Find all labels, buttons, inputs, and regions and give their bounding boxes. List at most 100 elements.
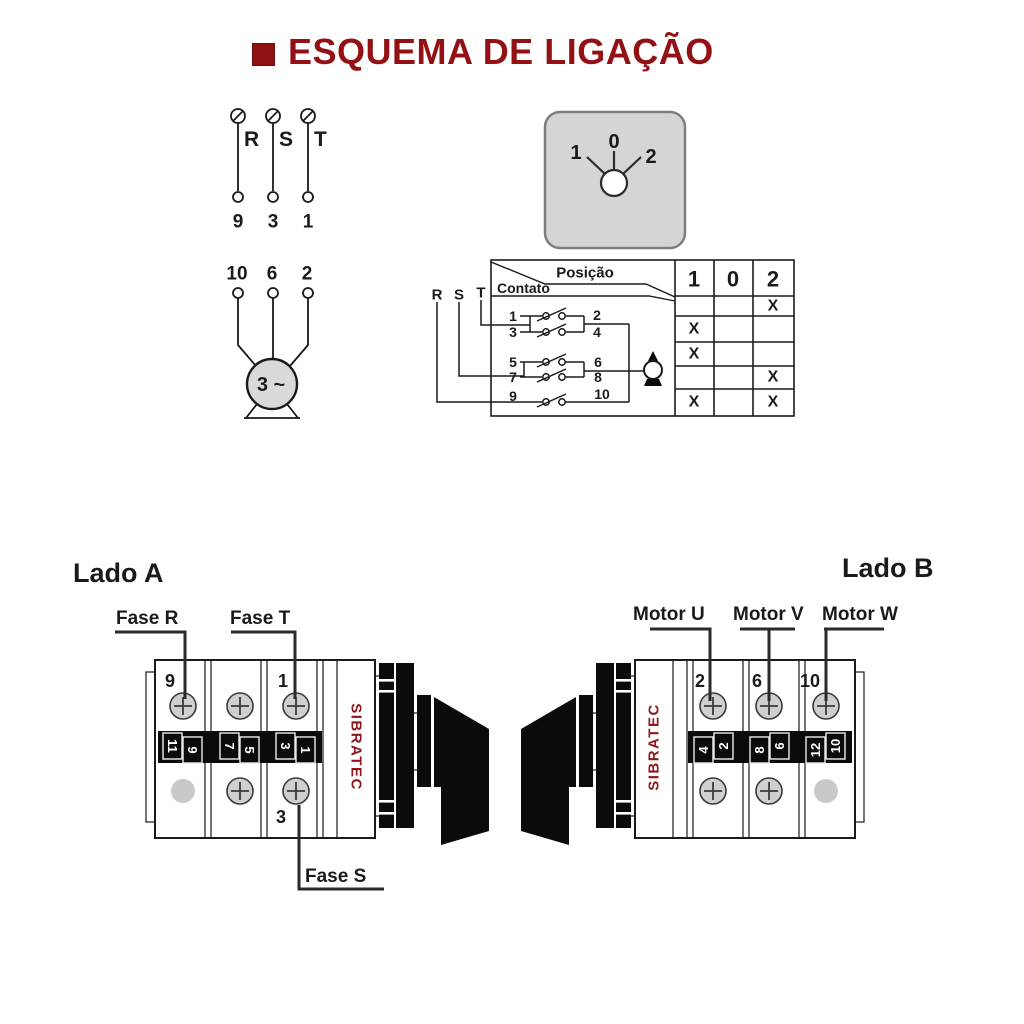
wire-end-terminal bbox=[267, 191, 279, 203]
mark-cell: X bbox=[768, 394, 779, 411]
blank-terminal-icon bbox=[171, 779, 195, 803]
motor-circle-icon bbox=[245, 357, 299, 411]
contact-number: 3 bbox=[509, 324, 517, 340]
mechanism-bar bbox=[379, 663, 394, 828]
top-screws bbox=[699, 692, 840, 720]
mechanism-bar bbox=[596, 663, 614, 828]
mechanism-bar bbox=[396, 663, 414, 828]
contact-number: 9 bbox=[509, 388, 517, 404]
column-header: 1 bbox=[688, 267, 700, 292]
phase-label-s: S bbox=[279, 128, 293, 151]
column-header: 0 bbox=[727, 267, 739, 292]
motor-v-label: Motor V bbox=[733, 604, 804, 625]
phase-label-t: T bbox=[314, 128, 327, 151]
mount-tab bbox=[854, 671, 865, 823]
feed-phase-s: S bbox=[454, 287, 464, 304]
terminal-label-3: 3 bbox=[276, 807, 286, 827]
fase-s-label: Fase S bbox=[305, 866, 366, 887]
band-numbers: 4 2 8 6 12 10 bbox=[693, 732, 846, 764]
band-number: 12 bbox=[808, 743, 823, 757]
terminal-number: 9 bbox=[233, 212, 244, 233]
band-number: 10 bbox=[828, 739, 843, 753]
contact-number: 10 bbox=[594, 386, 610, 402]
feed-phase-r: R bbox=[432, 287, 443, 304]
contact-diagram: 1 3 5 7 9 2 4 6 8 10 bbox=[509, 307, 663, 408]
knob-position-0: 0 bbox=[608, 131, 619, 153]
band-number: 1 bbox=[298, 746, 313, 753]
bottom-screws bbox=[171, 777, 310, 805]
lado-b-switch: 4 2 8 6 12 10 2 6 10 bbox=[634, 659, 865, 839]
knob-position-2: 2 bbox=[645, 146, 656, 168]
contact-number: 2 bbox=[593, 307, 601, 323]
terminal-number: 3 bbox=[268, 212, 279, 233]
contact-number: 5 bbox=[509, 354, 517, 370]
handle-shape bbox=[521, 697, 576, 845]
wire-end-terminal bbox=[267, 287, 279, 299]
terminal-label-9: 9 bbox=[165, 671, 175, 691]
knob-handle-icon bbox=[599, 168, 629, 198]
section-title: ESQUEMA DE LIGAÇÃO bbox=[252, 34, 714, 70]
band-number: 6 bbox=[772, 742, 787, 749]
blank-terminal-icon bbox=[814, 779, 838, 803]
supply-motor-diagram: R S T 9 3 1 10 6 2 3 ~ bbox=[226, 108, 327, 419]
motor-u-label: Motor U bbox=[633, 604, 705, 625]
wire-end-terminal bbox=[232, 287, 244, 299]
load-base-icon bbox=[644, 379, 662, 386]
band-numbers: 11 9 7 5 3 1 bbox=[162, 732, 316, 764]
mark-cell: X bbox=[689, 346, 700, 363]
header-diagonal bbox=[491, 295, 676, 302]
contact-wiring bbox=[520, 315, 645, 403]
feed-phases: R S T bbox=[432, 285, 542, 403]
bottom-screws bbox=[699, 777, 838, 805]
lado-a-switch: 11 9 7 5 3 1 9 1 3 bbox=[145, 659, 376, 839]
terminal-number: 2 bbox=[302, 264, 313, 285]
table-header-posicao: Posição bbox=[556, 265, 614, 282]
load-symbol bbox=[643, 351, 663, 386]
brand-label: SIBRATEC bbox=[646, 703, 663, 791]
band-number: 4 bbox=[696, 746, 711, 754]
table-header-contato: Contato bbox=[497, 280, 550, 296]
knob-position-1: 1 bbox=[570, 142, 581, 164]
title-bullet-icon bbox=[252, 42, 275, 66]
mark-cell: X bbox=[768, 369, 779, 386]
mark-cell: X bbox=[689, 394, 700, 411]
terminal-label-10: 10 bbox=[800, 671, 820, 691]
wire-callouts: Fase R Fase T Fase S Motor U Motor V Mot… bbox=[115, 604, 898, 891]
contact-number: 4 bbox=[593, 324, 601, 340]
mount-tab bbox=[145, 671, 156, 823]
table-border bbox=[490, 259, 795, 417]
fase-r-label: Fase R bbox=[116, 608, 179, 629]
lower-terminal-numbers: 10 6 2 bbox=[226, 264, 312, 285]
lado-a-title: Lado A bbox=[73, 558, 164, 588]
contact-number: 6 bbox=[594, 354, 602, 370]
feed-phase-t: T bbox=[476, 285, 485, 302]
band-number: 3 bbox=[278, 742, 293, 749]
motor-symbol: 3 ~ bbox=[244, 357, 300, 419]
motor-wires bbox=[232, 287, 314, 367]
lado-b-title: Lado B bbox=[842, 553, 934, 583]
brand-label: SIBRATEC bbox=[348, 703, 365, 791]
terminal-number: 1 bbox=[303, 212, 314, 233]
pointer-icon bbox=[648, 351, 658, 361]
terminal-number: 6 bbox=[267, 264, 278, 285]
handle-shape bbox=[434, 697, 489, 845]
band-number: 5 bbox=[242, 746, 257, 753]
terminal-label-2: 2 bbox=[695, 671, 705, 691]
mark-cell: X bbox=[689, 321, 700, 338]
top-screws bbox=[169, 692, 310, 720]
motor-label: 3 ~ bbox=[257, 374, 285, 396]
wire-end-terminal bbox=[232, 191, 244, 203]
terminal-label-6: 6 bbox=[752, 671, 762, 691]
switch-terminal-views: Lado A Lado B 11 9 7 5 3 1 bbox=[73, 553, 934, 891]
terminal-number: 10 bbox=[226, 264, 247, 285]
band-number: 11 bbox=[165, 739, 180, 753]
position-table: Posição Contato 1 0 2 X X X X X X bbox=[490, 259, 795, 417]
lado-a-mechanism bbox=[375, 663, 489, 845]
switch-contacts bbox=[536, 307, 567, 408]
table-marks: X X X X X X bbox=[689, 298, 779, 411]
mechanism-bar bbox=[579, 695, 593, 787]
motor-w-label: Motor W bbox=[822, 604, 898, 625]
header-diagonal bbox=[490, 261, 676, 298]
wire-end-terminal bbox=[302, 287, 314, 299]
wire-end-terminal bbox=[302, 191, 314, 203]
